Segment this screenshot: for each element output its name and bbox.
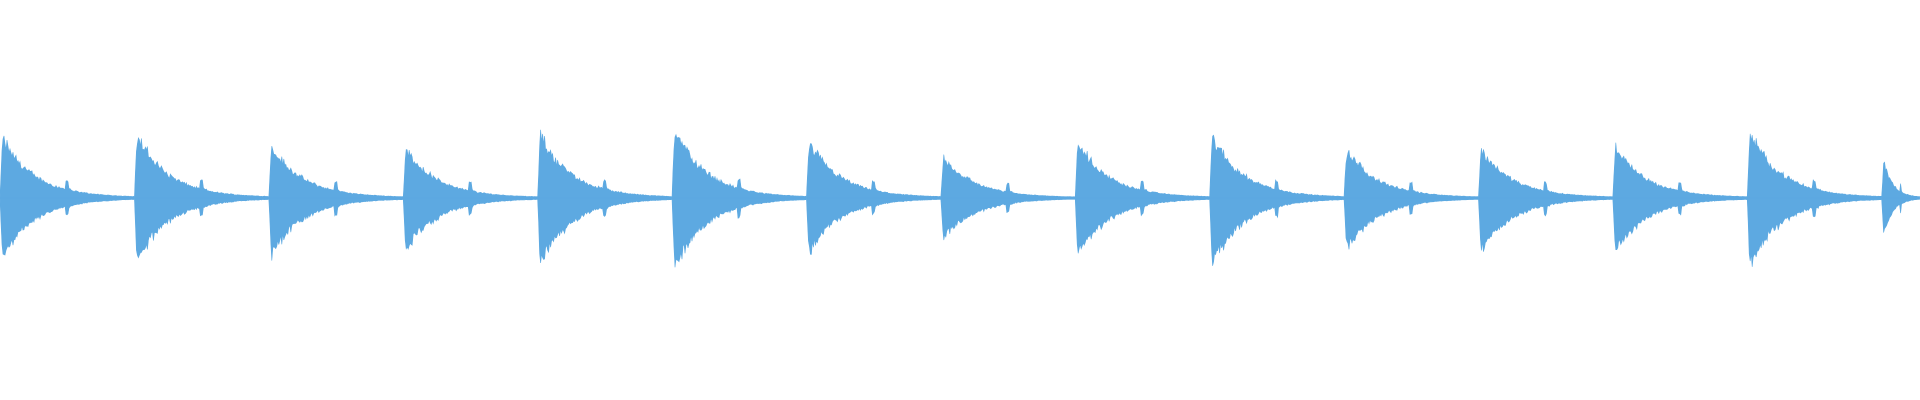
waveform-hit xyxy=(940,154,1076,241)
waveform-hit xyxy=(537,129,672,264)
waveform-hit xyxy=(1209,134,1344,266)
waveform-hit xyxy=(671,133,807,268)
waveform-hit xyxy=(0,135,135,256)
waveform-hit xyxy=(1343,149,1479,250)
waveform-hit xyxy=(1074,144,1210,254)
waveform-hit xyxy=(1478,148,1613,252)
waveform-hit xyxy=(806,143,941,255)
waveform-hit xyxy=(402,149,538,250)
waveform-hit xyxy=(268,146,404,261)
waveform-hit xyxy=(1612,142,1748,250)
waveform-hit xyxy=(1746,133,1882,267)
